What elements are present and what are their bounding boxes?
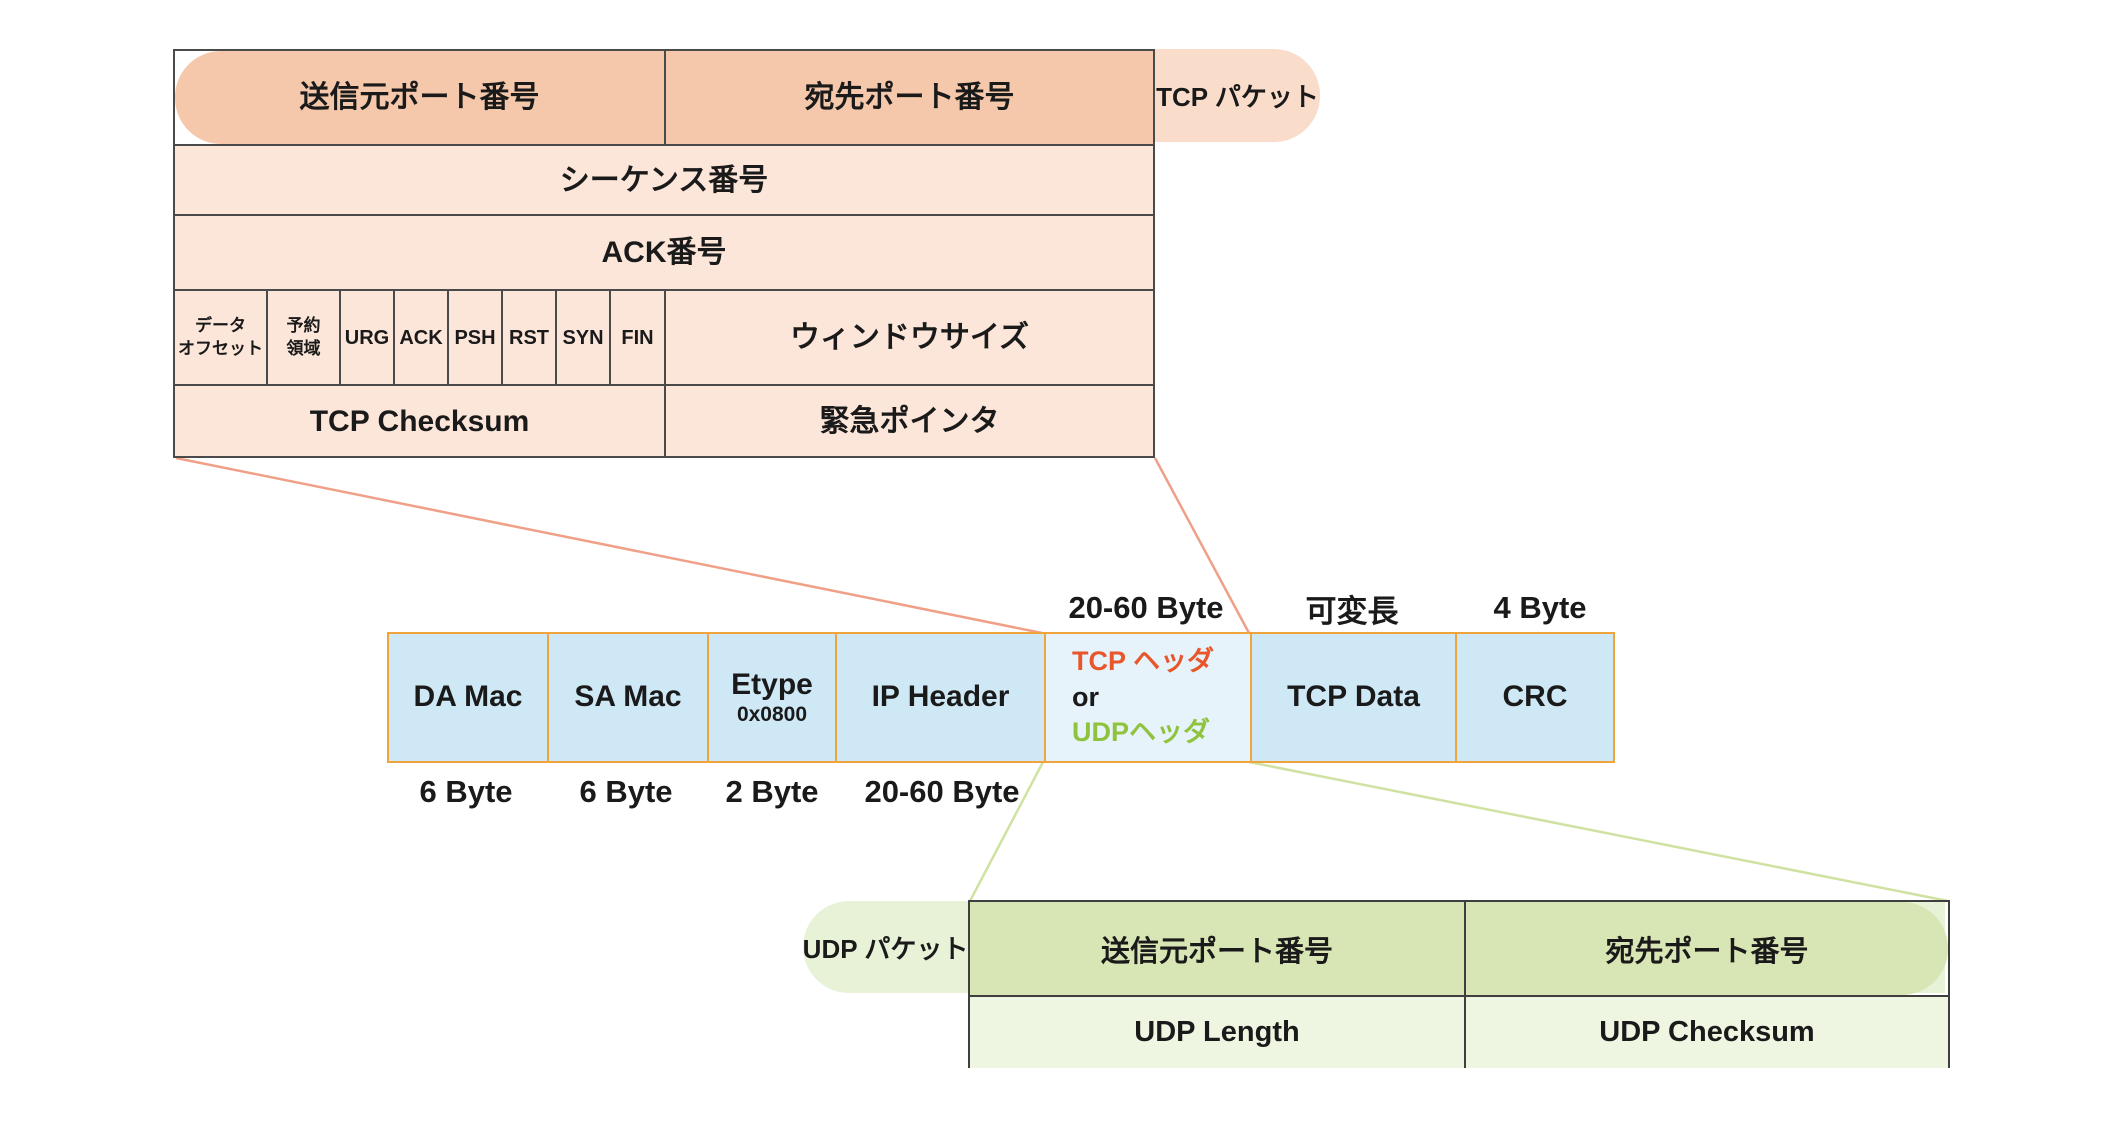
tcp-src-port-cell: 送信元ポート番号 <box>299 81 540 114</box>
frame-sa-mac-label: SA Mac <box>574 680 682 714</box>
tcp-flag-urg-cell: URG <box>339 291 393 384</box>
frame-udp-header-line: UDPヘッダ <box>1072 717 1211 748</box>
tcp-flag-fin-cell: FIN <box>609 291 664 384</box>
frame-size-label-ip-header: 20-60 Byte <box>864 774 1020 809</box>
frame-size-label-etype: 2 Byte <box>725 774 819 809</box>
frame-da-mac-cell: DA Mac <box>389 634 547 761</box>
frame-size-label-da-mac: 6 Byte <box>419 774 513 809</box>
frame-tcp-header-line: TCP ヘッダ <box>1072 646 1215 677</box>
tcp-row-ports: 送信元ポート番号 宛先ポート番号 <box>175 51 1153 144</box>
tcp-flag-syn-cell: SYN <box>555 291 609 384</box>
frame-crc-cell: CRC <box>1455 634 1613 761</box>
udp-row-length-checksum: UDP Length UDP Checksum <box>970 995 1948 1068</box>
udp-row-ports-highlight <box>970 902 1948 995</box>
udp-packet-table: 送信元ポート番号 宛先ポート番号 UDP Length UDP Checksum <box>968 900 1950 1068</box>
frame-size-label-tcp-header: 20-60 Byte <box>1068 590 1224 625</box>
frame-da-mac-label: DA Mac <box>413 680 523 714</box>
frame-crc-label: CRC <box>1502 680 1568 714</box>
tcp-flag-ack-cell: ACK <box>393 291 447 384</box>
frame-etype-label: Etype <box>731 668 813 702</box>
frame-or-line: or <box>1072 681 1099 712</box>
tcp-row-flags: データ オフセット 予約 領域 URG ACK PSH RST SYN FIN … <box>175 289 1153 384</box>
tcp-window-size-cell: ウィンドウサイズ <box>664 291 1153 384</box>
tcp-flag-rst-cell: RST <box>501 291 555 384</box>
udp-connector-left-line <box>968 761 1045 902</box>
frame-etype-cell: Etype 0x0800 <box>707 634 835 761</box>
tcp-connector-left-line <box>175 456 1043 635</box>
udp-packet-bubble-label: UDP パケット <box>802 933 969 964</box>
frame-size-label-tcp-data: 可変長 <box>1305 593 1399 629</box>
udp-dst-port-cell: 宛先ポート番号 <box>1464 902 1948 995</box>
frame-size-label-sa-mac: 6 Byte <box>579 774 673 809</box>
frame-size-label-crc: 4 Byte <box>1493 590 1587 625</box>
frame-ip-header-cell: IP Header <box>835 634 1044 761</box>
tcp-row-checksum: TCP Checksum 緊急ポインタ <box>175 384 1153 456</box>
ethernet-frame-row: DA Mac SA Mac Etype 0x0800 IP Header TCP… <box>387 632 1615 763</box>
frame-sa-mac-cell: SA Mac <box>547 634 707 761</box>
tcp-checksum-cell: TCP Checksum <box>309 404 530 438</box>
tcp-data-offset-cell: データ オフセット <box>178 315 263 358</box>
tcp-reserved-cell: 予約 領域 <box>266 291 339 384</box>
udp-length-cell: UDP Length <box>1134 1016 1300 1048</box>
tcp-row-ack: ACK番号 <box>175 214 1153 289</box>
tcp-row-sequence: シーケンス番号 <box>175 144 1153 214</box>
tcp-sequence-cell: シーケンス番号 <box>559 163 769 197</box>
udp-checksum-cell: UDP Checksum <box>1464 997 1948 1068</box>
frame-tcp-data-label: TCP Data <box>1287 680 1420 714</box>
frame-tcp-data-cell: TCP Data <box>1250 634 1455 761</box>
tcp-urgent-pointer-cell: 緊急ポインタ <box>664 386 1153 456</box>
tcp-flag-psh-cell: PSH <box>447 291 501 384</box>
frame-tcp-udp-header-cell: TCP ヘッダ or UDPヘッダ <box>1044 634 1250 761</box>
tcp-dst-port-cell: 宛先ポート番号 <box>664 51 1153 144</box>
udp-src-port-cell: 送信元ポート番号 <box>1100 935 1333 968</box>
tcp-packet-table: 送信元ポート番号 宛先ポート番号 シーケンス番号 ACK番号 データ オフセット… <box>173 49 1155 458</box>
udp-row-ports: 送信元ポート番号 宛先ポート番号 <box>970 902 1948 995</box>
frame-etype-value: 0x0800 <box>736 702 808 726</box>
tcp-packet-bubble-label: TCP パケット <box>1156 82 1319 112</box>
tcp-connector-right-line <box>1153 457 1251 634</box>
udp-connector-right-line <box>1248 760 1949 903</box>
frame-ip-header-label: IP Header <box>871 680 1010 714</box>
tcp-ack-number-cell: ACK番号 <box>601 236 727 269</box>
